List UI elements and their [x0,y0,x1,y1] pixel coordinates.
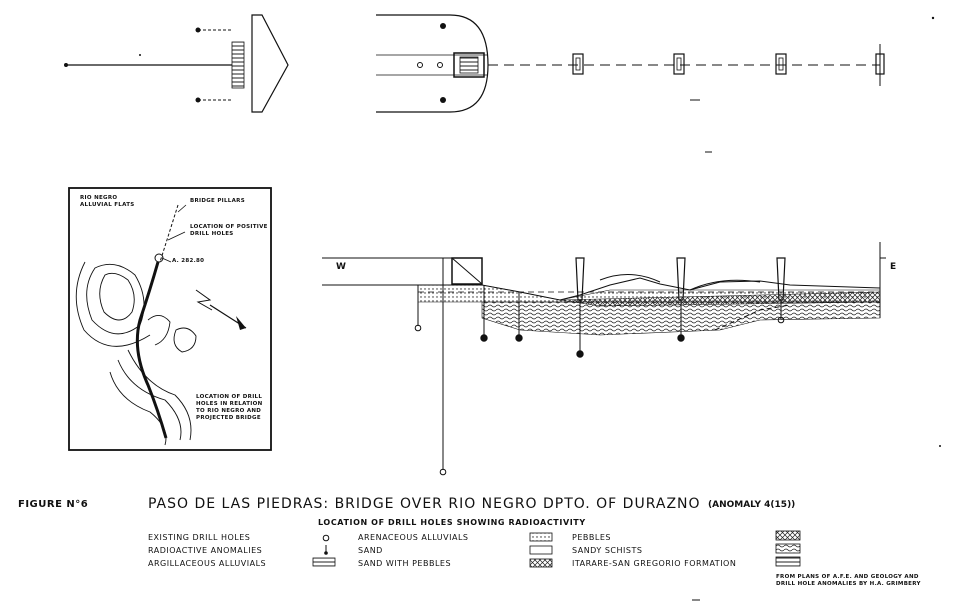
source-credit: FROM PLANS OF A.F.E. AND GEOLOGY AND DRI… [776,574,921,587]
inset-pillars-label: BRIDGE PILLARS [190,198,245,204]
legend-label: ITARARE-SAN GREGORIO FORMATION [572,559,737,568]
inset-point-label: A. 282.80 [172,258,205,264]
figure-subtitle: LOCATION OF DRILL HOLES SHOWING RADIOACT… [318,518,586,527]
legend-label: SAND [358,546,383,555]
legend-label: ARENACEOUS ALLUVIALS [358,533,469,542]
section-west-label: W [336,262,346,272]
legend-label: ARGILLACEOUS ALLUVIALS [148,559,267,568]
inset-note: LOCATION OF DRILL HOLES IN RELATION TO R… [196,394,263,421]
legend-label: EXISTING DRILL HOLES [148,533,251,542]
figure-label: FIGURE N°6 [18,499,89,510]
inset-region-label: RIO NEGRO ALLUVIAL FLATS [80,195,135,208]
inset-positive-holes-label: LOCATION OF POSITIVE DRILL HOLES [190,224,268,237]
plan-view-left [64,14,289,113]
legend-label: PEBBLES [572,533,611,542]
plan-view-right [376,14,935,153]
legend-label: SAND WITH PEBBLES [358,559,452,568]
inset-location-map [68,187,272,451]
legend-label: SANDY SCHISTS [572,546,643,555]
section-east-label: E [890,262,897,272]
legend-swatches [312,530,801,568]
cross-section [322,242,886,476]
legend-label: RADIOACTIVE ANOMALIES [148,546,263,555]
anomaly-label: (ANOMALY 4(15)) [708,500,796,510]
figure-title: PASO DE LAS PIEDRAS: BRIDGE OVER RIO NEG… [148,496,701,512]
